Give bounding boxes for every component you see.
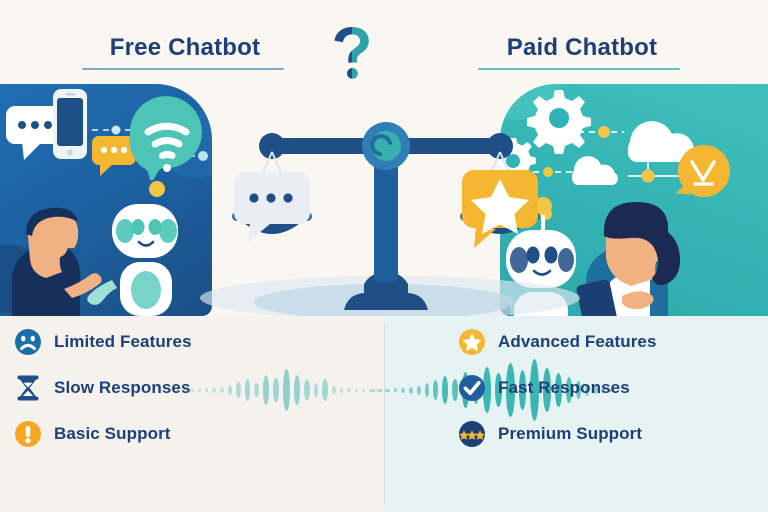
audio-waveform-slow: [176, 360, 387, 420]
person-icon: [12, 207, 102, 316]
star-badge-icon: [462, 170, 538, 248]
section-divider: [384, 324, 385, 504]
connector-node: [641, 169, 655, 183]
features-section: Limited Features Slow Responses: [0, 316, 768, 512]
connector-node: [198, 151, 208, 161]
robot-icon: [87, 204, 178, 316]
tablet-icon: [576, 279, 618, 316]
connector-node: [543, 167, 553, 177]
right-scene: [500, 84, 730, 316]
star-icon: [458, 328, 486, 356]
chat-bubble-icon: [234, 172, 310, 242]
title-underline-right: [478, 68, 680, 70]
paid-features-panel: [384, 316, 768, 512]
left-scene: [0, 89, 212, 316]
feature-label: Slow Responses: [54, 378, 191, 397]
person-icon: [576, 202, 680, 316]
header: Free Chatbot Paid Chatbot: [0, 0, 768, 86]
exclamation-icon: [14, 420, 42, 448]
feature-label: Premium Support: [498, 424, 643, 443]
free-chatbot-illustration: [0, 84, 212, 316]
cloud-large-icon: [627, 121, 696, 162]
feature-item-slow-responses: Slow Responses: [14, 374, 191, 402]
feature-item-basic-support: Basic Support: [14, 420, 171, 448]
connector-node: [111, 125, 121, 135]
page-title-right: Paid Chatbot: [506, 34, 658, 61]
paid-chatbot-illustration: [500, 84, 768, 316]
hourglass-icon: [14, 374, 42, 402]
gear-large-icon: [527, 90, 591, 154]
title-underline-left: [82, 68, 284, 70]
three-stars-icon: [458, 420, 486, 448]
check-circle-icon: [458, 374, 486, 402]
feature-item-advanced-features: Advanced Features: [458, 328, 657, 356]
feature-item-limited-features: Limited Features: [14, 328, 192, 356]
feature-label: Limited Features: [54, 332, 192, 351]
connector-node: [598, 126, 610, 138]
feature-item-fast-responses: Fast Responses: [458, 374, 630, 402]
lightbulb-icon: [676, 145, 730, 197]
balance-scale-icon: [232, 86, 540, 316]
smartphone-icon: [53, 89, 87, 159]
feature-label: Advanced Features: [498, 332, 657, 351]
beam-end-right: [487, 133, 513, 159]
dot-accent: [149, 181, 165, 197]
cloud-small-icon: [572, 156, 618, 185]
question-mark-icon: [330, 24, 374, 80]
page-title-left: Free Chatbot: [109, 34, 261, 61]
free-features-panel: [0, 316, 384, 512]
feature-label: Fast Responses: [498, 378, 630, 397]
wifi-icon: [129, 96, 202, 181]
scale-column: [374, 146, 398, 282]
feature-label: Basic Support: [54, 424, 171, 443]
beam-end-left: [259, 133, 285, 159]
chat-bubble-yellow-icon: [92, 136, 136, 176]
sad-face-icon: [14, 328, 42, 356]
chat-bubble-white-icon: [6, 106, 64, 160]
feature-item-premium-support: Premium Support: [458, 420, 642, 448]
